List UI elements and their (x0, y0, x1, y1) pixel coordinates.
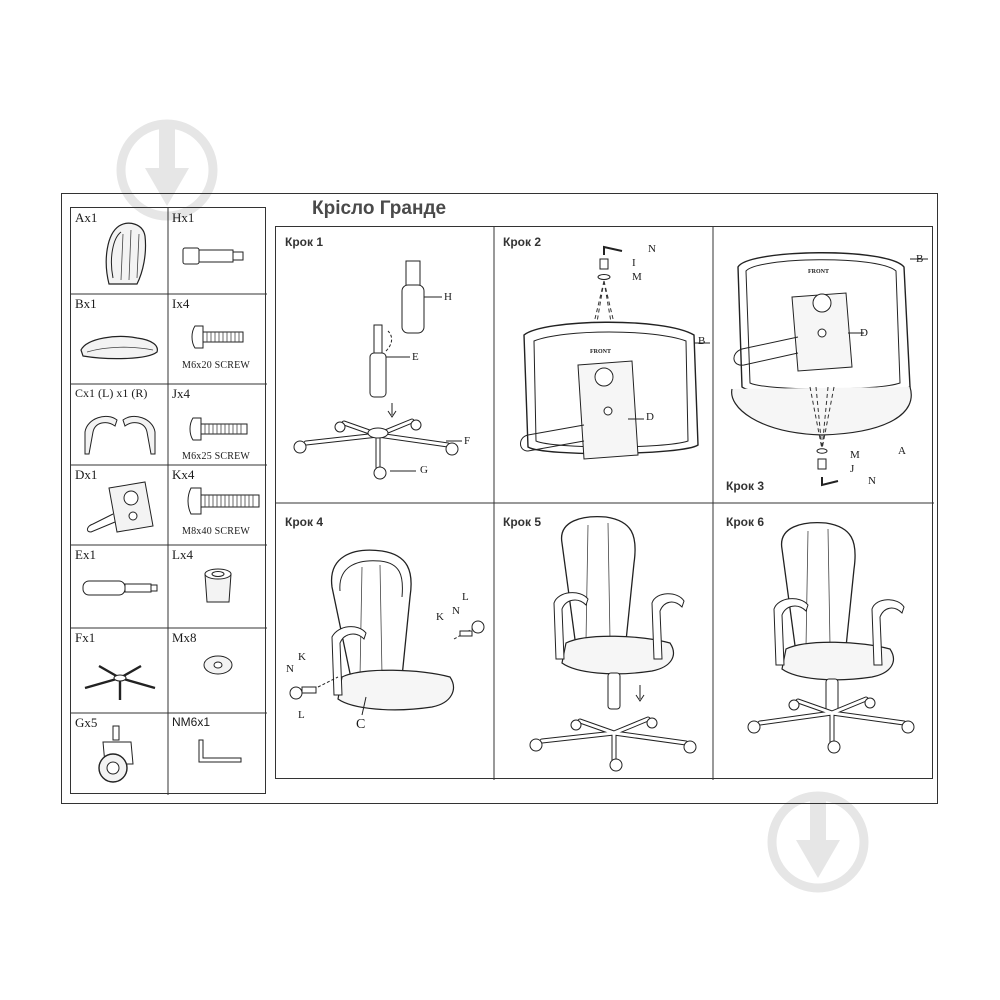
step-1-callout-e: E (412, 351, 419, 363)
step-1-diagram (293, 260, 462, 480)
steps-grid-lines (276, 227, 934, 780)
step-3-callout-m: M (850, 449, 860, 461)
step-3-callout-d: D (860, 327, 868, 339)
step-2-front-stamp: FRONT (590, 349, 611, 355)
step-4-callout-k-left: K (298, 651, 306, 663)
step-3-callout-a: A (898, 445, 906, 457)
part-n-allen-key-icon (198, 739, 242, 763)
step-4-diagram (289, 549, 485, 716)
part-i-label: Ix4 (172, 296, 190, 311)
part-i-spec: M6x20 SCREW (182, 360, 251, 371)
part-g-label: Gx5 (75, 715, 98, 730)
part-k-spec: M8x40 SCREW (182, 526, 251, 537)
part-l-cap-icon (204, 568, 232, 603)
part-j-screw-icon (189, 417, 248, 441)
part-a-label: Ax1 (75, 210, 98, 225)
step-2-diagram (520, 245, 710, 460)
part-f-label: Fx1 (75, 630, 96, 645)
part-j-label: Jx4 (172, 386, 191, 401)
step-4-callout-l-right: L (462, 591, 469, 603)
step-3-callout-b: B (916, 253, 924, 265)
part-l-label: Lx4 (172, 547, 193, 562)
step-5-diagram (529, 515, 697, 772)
step-2-label: Крок 2 (503, 235, 541, 249)
step-3-callout-n: N (868, 475, 876, 487)
part-f-base-icon (84, 664, 156, 700)
step-6-diagram (747, 521, 915, 754)
part-e-label: Ex1 (75, 547, 96, 562)
step-2-callout-d: D (646, 411, 654, 423)
watermark-logo-bottom (767, 791, 869, 893)
part-e-gaslift-icon (82, 580, 158, 596)
step-4-callout-k-right: K (436, 611, 444, 623)
step-2-callout-b: B (698, 335, 706, 347)
step-3-front-stamp: FRONT (808, 269, 829, 275)
outer-frame (61, 193, 938, 804)
part-m-washer-icon (203, 655, 233, 675)
part-d-mechanism-icon (86, 481, 154, 533)
part-b-seat-icon (80, 335, 158, 360)
part-m-label: Mx8 (172, 630, 197, 645)
step-3-label: Крок 3 (726, 479, 764, 493)
step-4-label: Крок 4 (285, 515, 323, 529)
part-j-spec: M6x25 SCREW (182, 451, 251, 462)
step-5-label: Крок 5 (503, 515, 541, 529)
step-1-callout-f: F (464, 435, 471, 447)
step-1-label: Крок 1 (285, 235, 323, 249)
part-c-label: Cx1 (L) x1 (R) (75, 386, 148, 400)
step-2-callout-i: I (632, 257, 636, 269)
step-4-callout-n-left: N (286, 663, 294, 675)
part-i-screw-icon (191, 325, 244, 349)
step-4-callout-l-left: L (298, 709, 305, 721)
step-3-callout-j: J (850, 463, 855, 475)
part-g-caster-icon (98, 725, 134, 783)
part-n-label: NM6x1 (172, 715, 211, 729)
part-h-label: Hx1 (172, 210, 195, 225)
steps-panel: Крок 1 H E F G Крок 2 (275, 226, 934, 780)
parts-list: Ax1 Hx1 Bx1 Ix4 M6x20 SCREW Cx1 (L) x1 (… (70, 207, 267, 795)
step-6-label: Крок 6 (726, 515, 764, 529)
step-4-callout-c: C (356, 717, 366, 732)
step-3-diagram (731, 252, 928, 487)
watermark-logo-top (116, 119, 218, 221)
part-c-armrests-icon (84, 416, 156, 455)
part-k-screw-icon (187, 487, 260, 515)
part-b-label: Bx1 (75, 296, 97, 311)
parts-grid-lines (71, 208, 267, 795)
step-4-callout-n-right: N (452, 605, 460, 617)
part-d-label: Dx1 (75, 467, 98, 482)
step-2-callout-m: M (632, 271, 642, 283)
part-a-backrest-icon (105, 222, 147, 285)
step-1-callout-h: H (444, 291, 452, 303)
step-2-callout-n: N (648, 243, 656, 255)
page-title: Крісло Гранде (312, 198, 447, 219)
step-1-callout-g: G (420, 464, 428, 476)
part-h-cover-icon (182, 247, 244, 265)
part-k-label: Kx4 (172, 467, 195, 482)
